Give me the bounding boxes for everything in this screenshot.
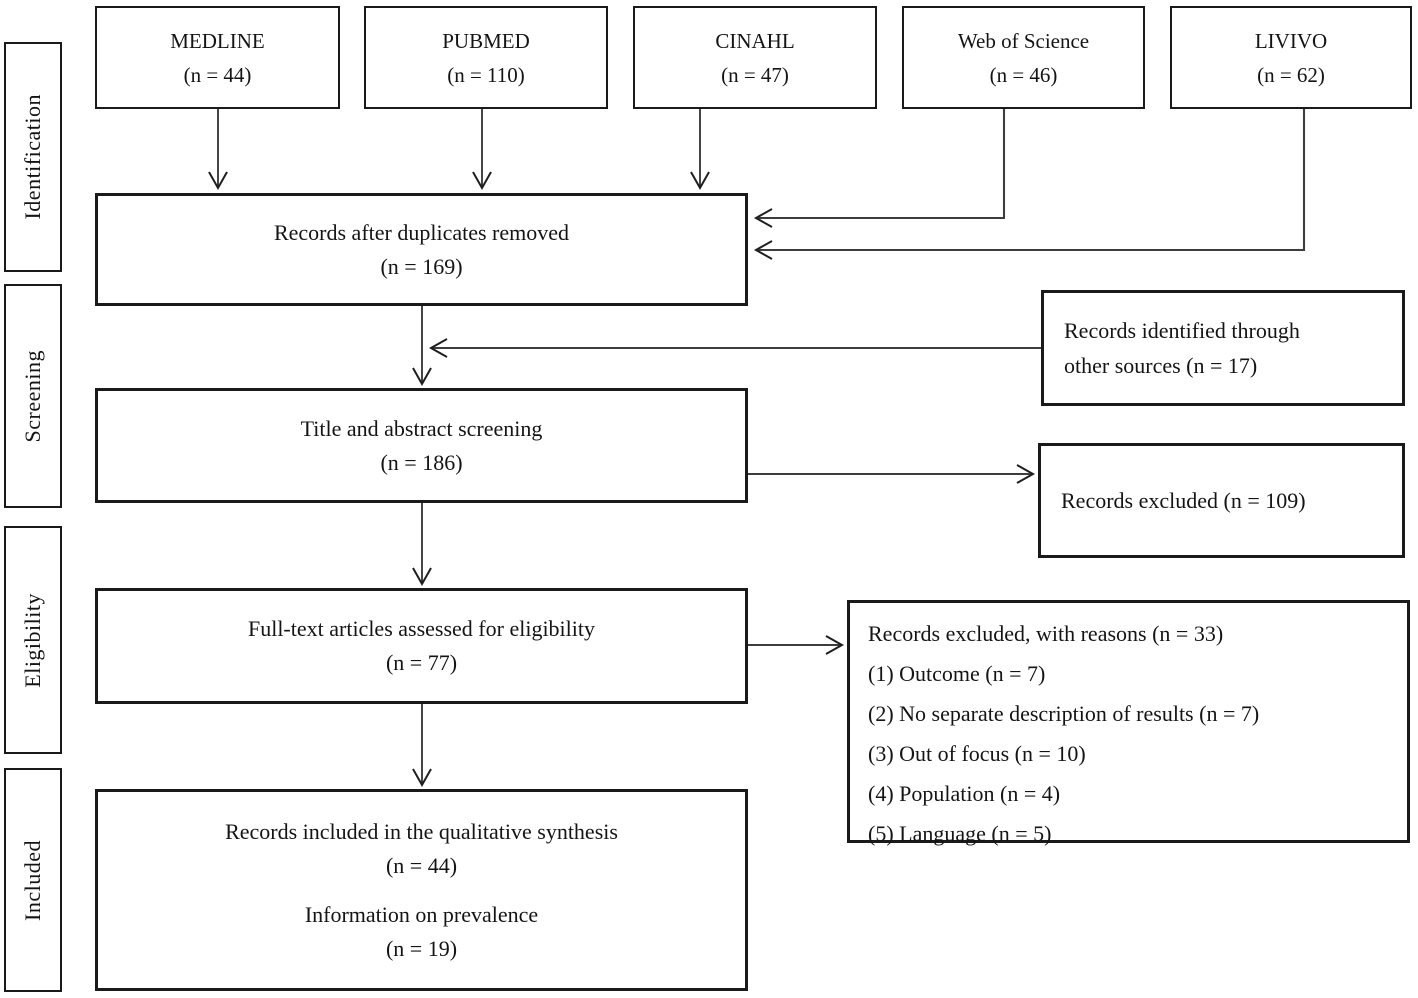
source-box-medline: MEDLINE (n = 44) (95, 6, 340, 109)
side-box-text: Records identified through (1064, 318, 1300, 343)
source-name: PUBMED (442, 28, 530, 53)
stage-label-text: Eligibility (20, 592, 45, 688)
reasons-title: Records excluded, with reasons (n = 33) (868, 621, 1224, 646)
side-box-text: other sources (n = 17) (1064, 353, 1258, 378)
source-box-pubmed: PUBMED (n = 110) (364, 6, 608, 109)
stage-label-screening: Screening (4, 284, 62, 508)
stage-label-included: Included (4, 768, 62, 992)
source-count: (n = 47) (721, 62, 789, 87)
flow-box-text: Information on prevalence (304, 901, 539, 927)
flow-box-title-abstract-screening: Title and abstract screening (n = 186) (95, 388, 748, 503)
source-name: MEDLINE (170, 28, 265, 53)
flow-box-duplicates-removed: Records after duplicates removed (n = 16… (95, 193, 748, 306)
reason-item: (4) Population (n = 4) (868, 781, 1061, 806)
arrow-webofscience-feed (753, 108, 1006, 228)
source-box-livivo: LIVIVO (n = 62) (1170, 6, 1412, 109)
stage-label-text: Included (20, 839, 45, 921)
source-box-cinahl: CINAHL (n = 47) (633, 6, 877, 109)
source-name: LIVIVO (1254, 28, 1328, 53)
source-box-web-of-science: Web of Science (n = 46) (902, 6, 1145, 109)
stage-label-text: Screening (20, 349, 45, 443)
included-synthesis-paragraph: Records included in the qualitative synt… (225, 815, 618, 883)
flow-box-text: Title and abstract screening (300, 415, 543, 441)
side-box-text: Records excluded (n = 109) (1061, 487, 1306, 513)
flow-box-count: (n = 186) (380, 449, 463, 475)
source-count: (n = 110) (447, 62, 525, 87)
side-box-other-sources: Records identified through other sources… (1041, 290, 1405, 406)
flow-box-text: Records after duplicates removed (273, 219, 570, 245)
flow-box-count: (n = 19) (385, 935, 458, 961)
side-box-excluded-reasons: Records excluded, with reasons (n = 33) … (847, 600, 1410, 846)
flow-box-fulltext-assessed: Full-text articles assessed for eligibil… (95, 588, 748, 704)
stage-label-identification: Identification (4, 42, 62, 272)
arrow-livivo-feed (753, 108, 1306, 260)
stage-label-eligibility: Eligibility (4, 526, 62, 754)
source-name: Web of Science (957, 28, 1090, 53)
reason-item: (3) Out of focus (n = 10) (868, 741, 1086, 766)
source-name: CINAHL (715, 28, 795, 53)
flow-box-count: (n = 169) (380, 253, 463, 279)
flow-box-count: (n = 77) (385, 650, 458, 675)
source-count: (n = 62) (1257, 62, 1325, 87)
source-count: (n = 44) (183, 62, 252, 87)
stage-label-text: Identification (20, 94, 45, 220)
flow-box-included-synthesis: Records included in the qualitative synt… (95, 789, 748, 991)
flow-box-count: (n = 44) (385, 852, 458, 878)
flow-box-text: Full-text articles assessed for eligibil… (247, 616, 596, 641)
reason-item: (5) Language (n = 5) (868, 821, 1052, 846)
reason-item: (2) No separate description of results (… (868, 701, 1260, 726)
included-prevalence-paragraph: Information on prevalence (n = 19) (305, 898, 538, 966)
source-count: (n = 46) (989, 62, 1058, 87)
flow-box-text: Records included in the qualitative synt… (225, 818, 618, 844)
side-box-records-excluded: Records excluded (n = 109) (1038, 443, 1405, 558)
reason-item: (1) Outcome (n = 7) (868, 661, 1046, 686)
